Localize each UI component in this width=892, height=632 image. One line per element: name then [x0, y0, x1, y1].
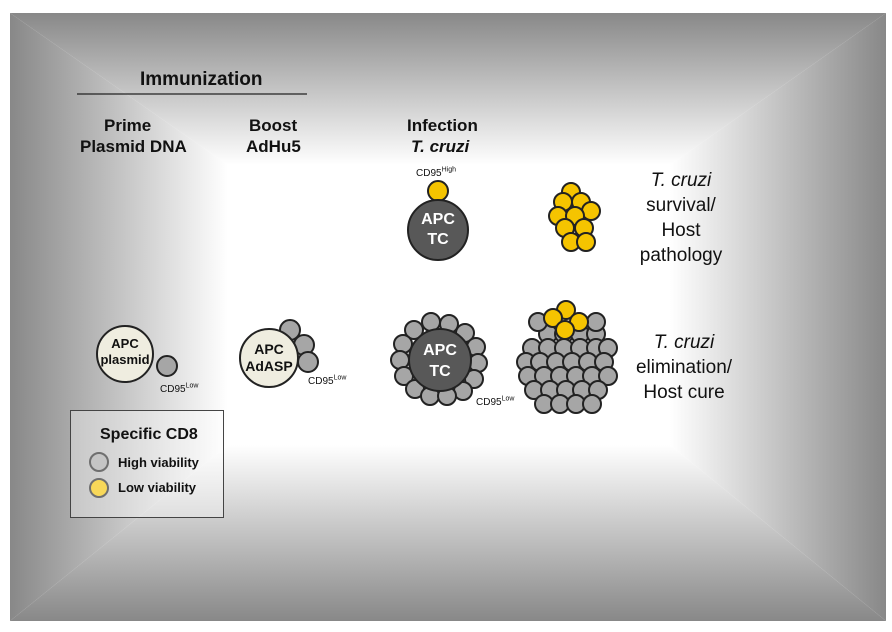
frame-left-bevel: [10, 13, 228, 621]
legend-low-viability-swatch: [89, 478, 109, 498]
boost-sublabel: AdHu5: [246, 137, 301, 156]
apc-plasmid-cell: [96, 325, 154, 383]
apc-text: APC: [111, 336, 139, 351]
elimination-text: elimination/: [635, 357, 733, 378]
legend-title: Specific CD8: [100, 426, 198, 443]
adasp-text: AdASP: [245, 358, 293, 374]
pathology-text: pathology: [639, 245, 723, 266]
apc-tc-cell-infection-bottom: [408, 328, 472, 392]
cd8-tcell-cluster-member: [598, 366, 618, 386]
apc-adasp-cell: [239, 328, 299, 388]
outcome-elimination: T. cruzi elimination/ Host cure: [626, 330, 742, 405]
frame-bottom-bevel: [10, 445, 886, 621]
cd8-tcell-cluster-member: [586, 312, 606, 332]
frame-top-bevel: [10, 13, 886, 165]
cd95-text: CD95: [476, 397, 502, 408]
legend-high-viability-swatch: [89, 452, 109, 472]
elimination-species: T. cruzi: [653, 332, 715, 353]
apc-tc-label-top: APC TC: [408, 210, 468, 250]
immunization-title: Immunization: [140, 69, 263, 90]
apc-tc-label-bottom: APC TC: [410, 340, 470, 382]
frame-right-bevel: [670, 13, 886, 621]
apc-tc-cell-infection-top: [407, 199, 469, 261]
apc-text: APC: [254, 341, 284, 357]
infection-label: Infection: [407, 116, 478, 135]
cd95-low-infection: CD95Low: [476, 395, 515, 408]
legend-box: [70, 410, 224, 518]
cd8-tcell-boost: [297, 351, 319, 373]
cd95-low-prime: CD95Low: [160, 382, 199, 395]
cd95-text: CD95: [416, 168, 442, 179]
cd95-low-boost: CD95Low: [308, 374, 347, 387]
cd8-ring-high-viability: [390, 312, 488, 406]
outcome-survival: T. cruzi survival/ Host pathology: [626, 168, 736, 268]
cd8-cluster-high-viability: [516, 312, 618, 414]
legend-low-viability-label: Low viability: [118, 480, 197, 495]
cd95-high-sup: High: [441, 166, 456, 174]
apc-text: APC: [423, 342, 457, 359]
infection-sublabel: T. cruzi: [411, 137, 470, 156]
survival-text: survival/: [646, 195, 716, 216]
host-cure-text: Host cure: [643, 382, 725, 403]
cd95-text: CD95: [308, 376, 334, 387]
boost-label: Boost: [249, 116, 298, 135]
tc-text: TC: [427, 231, 449, 248]
cd8-cluster-low-viability: [548, 182, 601, 252]
plasmid-text: plasmid: [100, 352, 150, 367]
cd8-tcell-prime: [156, 355, 178, 377]
survival-species: T. cruzi: [650, 170, 712, 191]
cd8-cluster-low-viability-top: [543, 300, 589, 340]
prime-sublabel: Plasmid DNA: [80, 137, 187, 156]
apc-plasmid-label: APC plasmid: [97, 336, 153, 368]
cd8-tcell-cluster-member: [582, 394, 602, 414]
cd8-tcell-low-viability: [427, 180, 449, 202]
host-text: Host: [661, 220, 701, 241]
cd95-text: CD95: [160, 384, 186, 395]
cd95-low-sup: Low: [501, 395, 515, 403]
tc-text: TC: [429, 363, 451, 380]
legend-high-viability-label: High viability: [118, 455, 199, 470]
apc-adasp-label: APC AdASP: [240, 341, 298, 375]
prime-label: Prime: [104, 116, 152, 135]
cd95-low-sup: Low: [185, 382, 199, 390]
cd95-high-label: CD95High: [416, 166, 456, 179]
cd95-low-sup: Low: [333, 374, 347, 382]
apc-text: APC: [421, 211, 455, 228]
